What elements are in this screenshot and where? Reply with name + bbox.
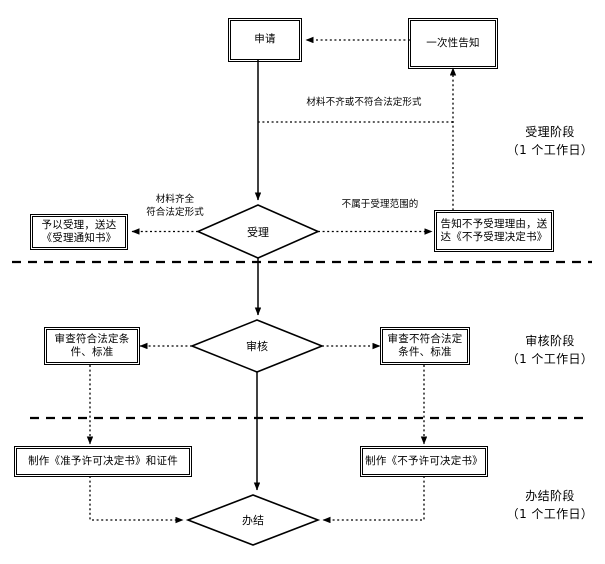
edge-grant-to-finish bbox=[89, 476, 184, 524]
node-one-time-notice[interactable]: 一次性告知 bbox=[408, 18, 498, 69]
stage-label-acceptance-duration: （1 个工作日） bbox=[506, 143, 594, 157]
edge-label-materials-complete-line1: 材料齐全 bbox=[155, 194, 195, 205]
node-accept-approved-label: 予以受理，送达《受理通知书》 bbox=[41, 218, 117, 244]
stage-label-acceptance: 受理阶段 （1 个工作日） bbox=[498, 123, 602, 159]
node-permit-deny-label: 制作《不予许可决定书》 bbox=[365, 454, 483, 467]
node-review-pass[interactable]: 审查符合法定条件、标准 bbox=[44, 327, 140, 365]
node-accept-rejected[interactable]: 告知不予受理理由，送达《不予受理决定书》 bbox=[434, 210, 554, 252]
stage-label-completion-duration: （1 个工作日） bbox=[506, 507, 594, 521]
stage-label-review: 审核阶段 （1 个工作日） bbox=[498, 332, 602, 368]
node-review-fail[interactable]: 审查不符合法定条件、标准 bbox=[380, 327, 470, 365]
node-permit-grant[interactable]: 制作《准予许可决定书》和证件 bbox=[14, 446, 192, 477]
node-permit-deny[interactable]: 制作《不予许可决定书》 bbox=[360, 446, 488, 477]
node-one-time-notice-label: 一次性告知 bbox=[426, 36, 480, 49]
edge-label-incomplete-materials-text: 材料不齐或不符合法定形式 bbox=[306, 97, 422, 108]
node-permit-grant-label: 制作《准予许可决定书》和证件 bbox=[28, 454, 178, 467]
stage-label-acceptance-name: 受理阶段 bbox=[525, 125, 575, 139]
edge-label-out-of-scope: 不属于受理范围的 bbox=[330, 199, 430, 212]
edge-label-out-of-scope-text: 不属于受理范围的 bbox=[341, 199, 419, 210]
node-review-fail-label: 审查不符合法定条件、标准 bbox=[387, 332, 463, 358]
node-accept-approved[interactable]: 予以受理，送达《受理通知书》 bbox=[30, 214, 128, 250]
decision-shape-review bbox=[189, 319, 325, 373]
edge-label-materials-complete: 材料齐全 符合法定形式 bbox=[136, 194, 214, 220]
decision-shape-accept bbox=[196, 204, 320, 259]
edge-deny-to-finish bbox=[322, 476, 425, 524]
decision-shape-finish bbox=[185, 494, 321, 546]
stage-label-completion: 办结阶段 （1 个工作日） bbox=[498, 487, 602, 523]
node-apply[interactable]: 申请 bbox=[228, 18, 302, 62]
stage-label-review-name: 审核阶段 bbox=[525, 334, 575, 348]
edge-label-incomplete-materials: 材料不齐或不符合法定形式 bbox=[289, 97, 439, 110]
node-apply-label: 申请 bbox=[254, 33, 276, 46]
edge-label-materials-complete-line2: 符合法定形式 bbox=[146, 206, 204, 218]
stage-label-completion-name: 办结阶段 bbox=[525, 489, 575, 503]
node-accept-rejected-label: 告知不予受理理由，送达《不予受理决定书》 bbox=[440, 217, 548, 243]
node-review-pass-label: 审查符合法定条件、标准 bbox=[54, 332, 130, 358]
stage-label-review-duration: （1 个工作日） bbox=[506, 352, 594, 366]
